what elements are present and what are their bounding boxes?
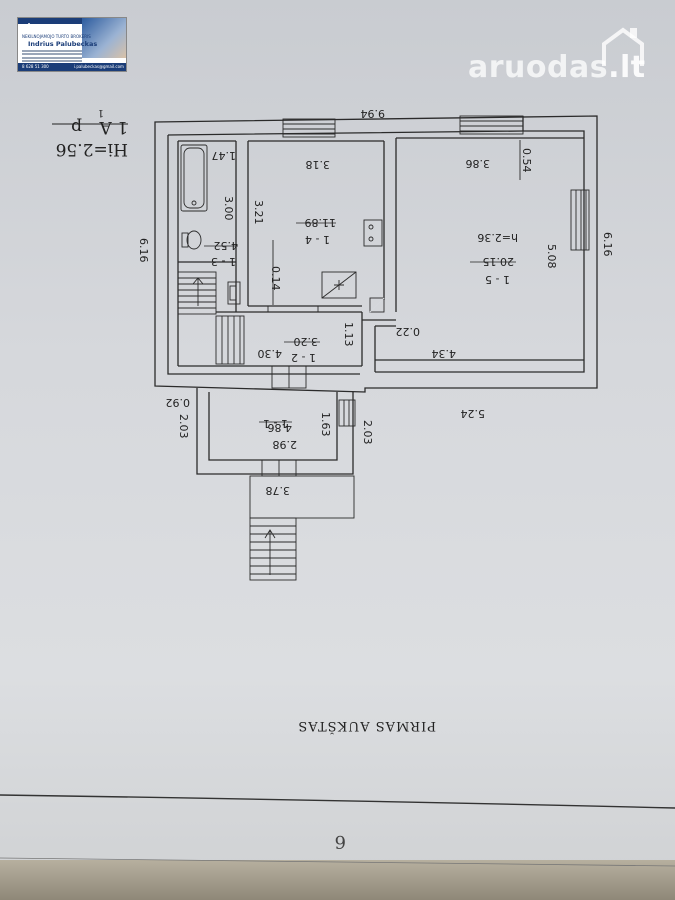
dim-small-offset: 0.54 (520, 148, 533, 173)
room-1-1-id: 1 - 1 (263, 417, 288, 430)
kitchen-fixtures (321, 219, 383, 299)
room-1-5-height: h=2.36 (477, 231, 518, 244)
broker-business-card: NEKILNOJAMOJO TURTO BROKERIS Indrius Pal… (17, 17, 127, 72)
outer-walls (154, 115, 598, 393)
header-denominator: p (71, 117, 82, 137)
dim-entry-width: 2.98 (273, 438, 298, 451)
dim-bath-height: 3.00 (222, 196, 235, 221)
room-1-5-id: 1 - 5 (485, 273, 510, 286)
header-index-suffix: 1 (98, 107, 104, 118)
porch-and-steps (249, 475, 355, 581)
broker-phone: 8 628 51 300 (22, 64, 49, 69)
card-top-band (18, 18, 126, 24)
room-1-5-area: 20.15 (483, 255, 515, 268)
room-1-4-id: 1 - 4 (305, 233, 330, 246)
floor-title: PIRMAS AUKŠTAS (297, 718, 436, 735)
room-1-3-id: 1 - 3 (211, 255, 236, 268)
room-labels: 1 - 1 4.86 1 - 2 3.20 1 - 3 4.52 1 - 4 1… (204, 216, 518, 434)
page-frame-lines (0, 794, 675, 867)
room-1-1-area: 4.86 (268, 421, 293, 434)
dim-hall-gap: 0.22 (396, 325, 421, 338)
broker-email: i.palubeckas@gmail.com (74, 64, 124, 69)
entry-vestibule (196, 388, 356, 477)
dim-right-room-width: 3.86 (466, 157, 491, 170)
dim-room15-bottom: 4.34 (432, 347, 457, 360)
dim-room14-width: 3.18 (306, 158, 331, 171)
watermark-tld: .lt (608, 50, 646, 85)
dim-entry-left: 2.03 (177, 414, 190, 439)
room-1-4-area: 11.89 (305, 216, 337, 229)
room-1-3-area: 4.52 (214, 239, 239, 252)
table-surface (0, 860, 675, 900)
dimension-labels: 9.94 6.16 6.16 5.24 3.86 0.54 3.18 3.21 … (137, 107, 614, 497)
bathroom-fixtures (180, 144, 237, 301)
dim-entry-right: 2.03 (361, 420, 374, 445)
room-1-2-area: 3.20 (294, 335, 319, 348)
card-contact-band: 8 628 51 300 i.palubeckas@gmail.com (18, 63, 126, 71)
handshake-photo (82, 18, 126, 58)
header-height: Hi=2.56 (56, 139, 128, 159)
dim-top-width: 9.94 (361, 107, 386, 120)
header-index: 1 A 1 p Hi=2.56 (52, 107, 128, 159)
dim-offset-092: 0.92 (166, 396, 191, 409)
dim-right-height: 6.16 (601, 232, 614, 257)
dim-entry-height: 1.63 (319, 412, 332, 437)
page-number: 6 (335, 831, 346, 852)
interior-stairs (177, 271, 245, 365)
house-logo-icon (22, 22, 36, 34)
dim-left-height: 6.16 (137, 238, 150, 263)
dim-room14-height: 3.21 (252, 200, 265, 225)
inner-walls (177, 137, 584, 389)
dim-bottom-right: 5.24 (461, 407, 486, 420)
dim-wall-014: 0.14 (269, 266, 282, 291)
aruodas-house-icon (602, 27, 644, 66)
dim-room15-height: 5.08 (545, 244, 558, 269)
dimension-lines (272, 140, 521, 305)
dim-porch-width: 3.78 (266, 484, 291, 497)
broker-title: NEKILNOJAMOJO TURTO BROKERIS (22, 34, 91, 39)
header-index-text: 1 A (99, 117, 128, 137)
watermark-brand: aruodas (468, 50, 609, 85)
dim-hall-height: 1.13 (342, 322, 355, 347)
dim-hall-width: 4.30 (258, 347, 283, 360)
broker-name: Indrius Palubeckas (28, 40, 98, 48)
dim-bath-width: 1.47 (212, 149, 237, 162)
aruodas-watermark: aruodas.lt (468, 50, 646, 85)
room-1-2-id: 1 - 2 (291, 351, 316, 364)
